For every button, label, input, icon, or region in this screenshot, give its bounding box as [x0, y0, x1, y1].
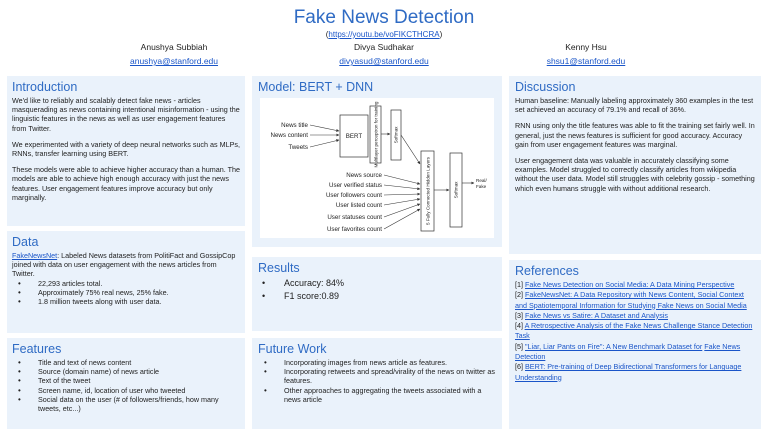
references-heading: References: [515, 264, 579, 278]
data-description: FakeNewsNet: Labeled News datasets from …: [12, 251, 240, 279]
video-suffix: ): [439, 30, 443, 39]
list-item: Title and text of news content: [12, 358, 240, 367]
future-work-bullets: Incorporating images from news article a…: [258, 358, 496, 404]
output-label: Real/: [476, 178, 487, 183]
list-item: Accuracy: 84%: [258, 277, 496, 290]
input-label: User statuses count: [327, 214, 382, 221]
features-heading: Features: [12, 342, 62, 356]
reference-number: [6]: [515, 362, 525, 372]
model-heading: Model: BERT + DNN: [258, 80, 374, 94]
softmax-big-box: [449, 152, 463, 228]
features-panel: Features Title and text of news content …: [7, 338, 245, 429]
input-label: User verified status: [329, 182, 382, 189]
intro-paragraph: These models were able to achieve higher…: [12, 165, 241, 202]
reference-item: [2] FakeNewsNet: A Data Repository with …: [515, 290, 755, 311]
poster-header: Fake News Detection (https://youtu.be/vo…: [0, 0, 768, 70]
mlp-label: Multilayer perceptron for training: [374, 101, 379, 167]
list-item: Text of the tweet: [12, 376, 240, 385]
bert-label: BERT: [346, 133, 363, 140]
author-name: Anushya Subbiah: [140, 42, 208, 52]
introduction-heading: Introduction: [12, 80, 78, 94]
reference-link[interactable]: Fake News Detection: [515, 341, 741, 362]
reference-item: [5] "Liar, Liar Pants on Fire": A New Be…: [515, 342, 755, 363]
results-bullets: Accuracy: 84% F1 score:0.89: [258, 277, 496, 303]
input-label: Tweets: [288, 144, 308, 151]
list-item: Other approaches to aggregating the twee…: [258, 386, 496, 404]
reference-link[interactable]: A Retrospective Analysis of the Fake New…: [515, 321, 753, 341]
reference-link[interactable]: Fake News vs Satire: A Dataset and Analy…: [525, 310, 669, 320]
discussion-heading: Discussion: [515, 80, 576, 94]
features-bullets: Title and text of news content Source (d…: [12, 358, 240, 413]
input-label: User followers count: [326, 192, 382, 199]
discussion-paragraph: RNN using only the title features was ab…: [515, 121, 755, 149]
discussion-paragraph: Human baseline: Manually labeling approx…: [515, 96, 754, 115]
author-2: Divya Sudhakar divyasud@stanford.edu: [284, 40, 484, 68]
reference-link[interactable]: "Liar, Liar Pants on Fire": A New Benchm…: [525, 341, 703, 351]
video-link[interactable]: https://youtu.be/voFIKCTHCRA: [328, 30, 440, 39]
discussion-panel: Discussion Human baseline: Manually labe…: [509, 76, 761, 254]
data-heading: Data: [12, 235, 39, 249]
data-description-text: : Labeled News datasets from PolitiFact …: [12, 251, 236, 279]
input-label: News content: [271, 132, 309, 139]
model-diagram: News title News content Tweets BERT Mult…: [260, 98, 494, 238]
video-line: (https://youtu.be/voFIKCTHCRA): [0, 30, 768, 39]
list-item: Incorporating retweets and spread/virali…: [258, 367, 496, 385]
list-item: F1 score:0.89: [258, 290, 496, 303]
list-item: Approximately 75% real news, 25% fake.: [12, 288, 240, 297]
reference-number: [4]: [515, 321, 525, 331]
model-diagram-svg: News title News content Tweets BERT Mult…: [271, 101, 488, 233]
author-1: Anushya Subbiah anushya@stanford.edu: [74, 40, 274, 68]
data-panel: Data FakeNewsNet: Labeled News datasets …: [7, 231, 245, 333]
reference-item: [1] Fake News Detection on Social Media:…: [515, 280, 755, 290]
list-item: Screen name, id, location of user who tw…: [12, 386, 240, 395]
introduction-panel: Introduction We'd like to reliably and s…: [7, 76, 245, 226]
mlp-box: [369, 105, 382, 164]
poster-title: Fake News Detection: [293, 7, 475, 28]
model-panel: Model: BERT + DNN News title News conten…: [252, 76, 502, 247]
intro-paragraph: We experimented with a variety of deep n…: [12, 139, 240, 159]
input-label: User favorites count: [327, 226, 382, 233]
list-item: 1.8 million tweets along with user data.: [12, 297, 240, 306]
output-label: Fake: [476, 184, 487, 189]
author-3: Kenny Hsu shsu1@stanford.edu: [486, 40, 686, 68]
intro-paragraph: We'd like to reliably and scalably detec…: [12, 96, 240, 133]
reference-number: [5]: [515, 341, 525, 351]
reference-link[interactable]: Fake News Detection on Social Media: A D…: [525, 280, 735, 289]
softmax-big-label: Softmax: [454, 181, 459, 199]
future-work-heading: Future Work: [258, 342, 327, 356]
hidden-layers-label: 5 Fully Connected Hidden Layers: [426, 156, 431, 225]
future-work-panel: Future Work Incorporating images from ne…: [252, 338, 502, 429]
author-email[interactable]: divyasud@stanford.edu: [339, 56, 429, 66]
author-email[interactable]: shsu1@stanford.edu: [546, 56, 626, 66]
fakenewsnet-link[interactable]: FakeNewsNet: [12, 251, 58, 260]
list-item: 22,293 articles total.: [12, 279, 240, 288]
author-name: Kenny Hsu: [565, 42, 607, 52]
results-heading: Results: [258, 261, 300, 275]
reference-link[interactable]: FakeNewsNet: A Data Repository with News…: [515, 290, 747, 310]
video-prefix: (: [325, 30, 329, 39]
reference-item: [6] BERT: Pre-training of Deep Bidirecti…: [515, 362, 755, 383]
discussion-paragraph: User engagement data was valuable in acc…: [515, 156, 755, 193]
list-item: Source (domain name) of news article: [12, 367, 240, 376]
author-email[interactable]: anushya@stanford.edu: [129, 56, 219, 66]
reference-number: [1]: [515, 280, 525, 289]
input-label: User listed count: [336, 202, 382, 209]
softmax-small-label: Softmax: [394, 126, 399, 144]
references-panel: References [1] Fake News Detection on So…: [509, 260, 761, 429]
bert-box: [339, 114, 369, 158]
list-item: Incorporating images from news article a…: [258, 358, 496, 367]
reference-number: [3]: [515, 310, 525, 320]
author-name: Divya Sudhakar: [353, 42, 414, 52]
results-panel: Results Accuracy: 84% F1 score:0.89: [252, 257, 502, 331]
hidden-layers-box: [420, 150, 435, 232]
reference-item: [3] Fake News vs Satire: A Dataset and A…: [515, 311, 755, 321]
input-label: News title: [281, 122, 308, 129]
reference-link[interactable]: BERT: Pre-training of Deep Bidirectional…: [515, 362, 742, 382]
reference-number: [2]: [515, 290, 525, 300]
reference-item: [4] A Retrospective Analysis of the Fake…: [515, 321, 755, 342]
list-item: Social data on the user (# of followers/…: [12, 395, 240, 413]
input-label: News source: [346, 172, 382, 179]
data-bullets: 22,293 articles total. Approximately 75%…: [12, 279, 240, 307]
